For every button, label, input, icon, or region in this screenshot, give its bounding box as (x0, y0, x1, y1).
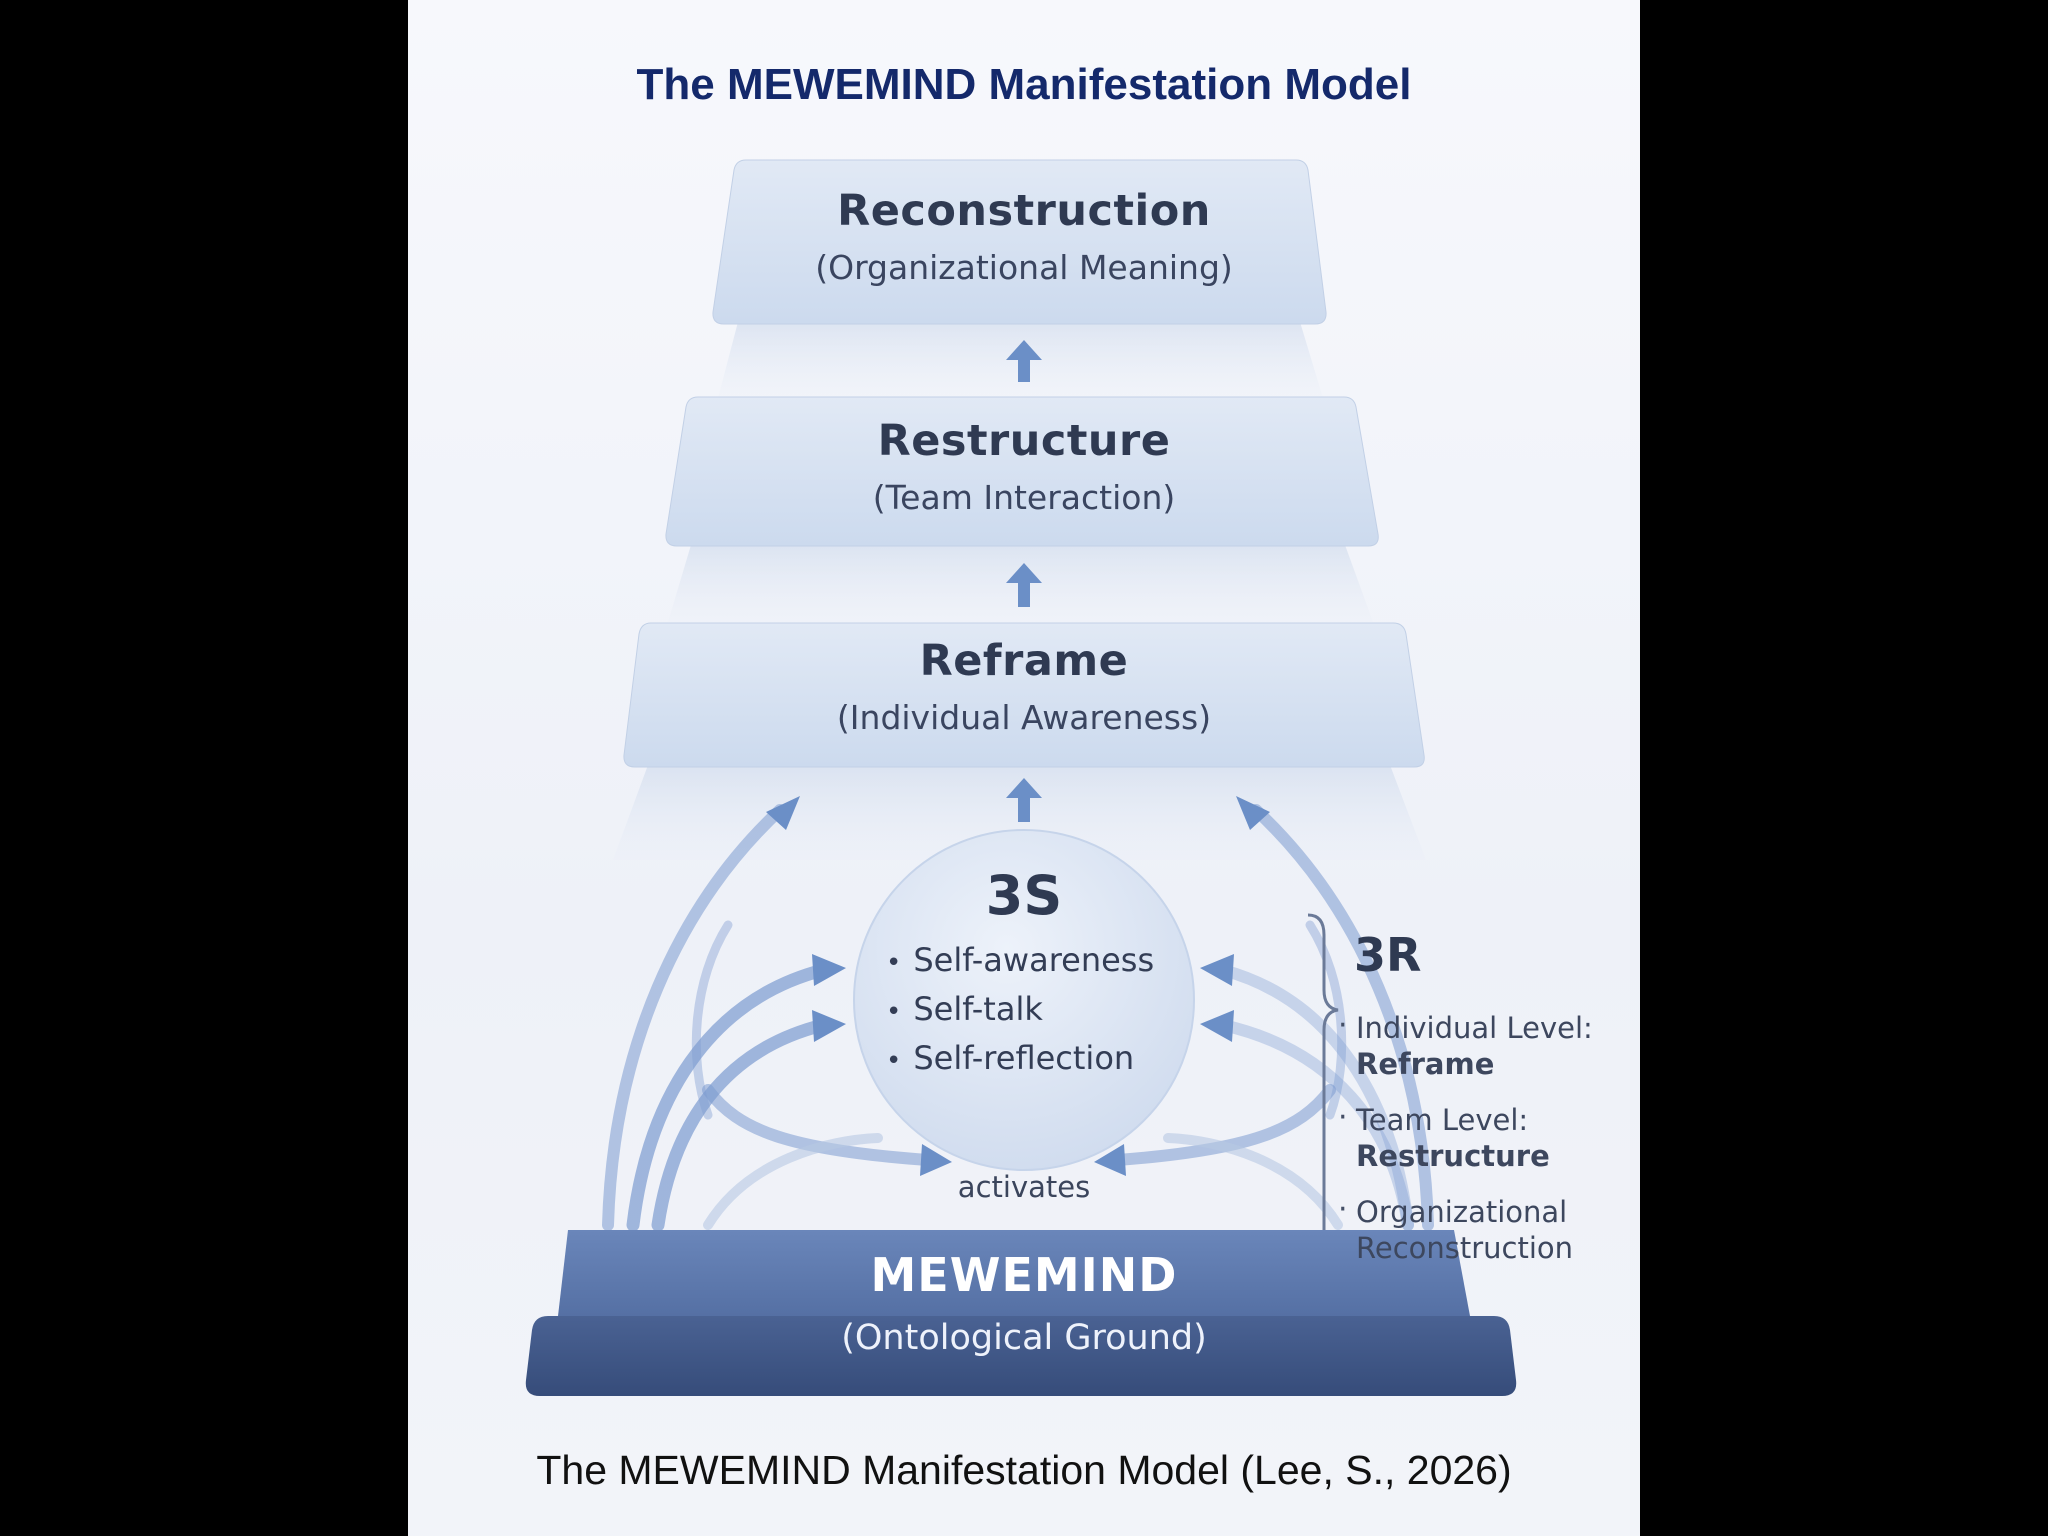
core-item: Self-awareness (886, 936, 1154, 985)
core-list: Self-awareness Self-talk Self-reflection (886, 936, 1154, 1083)
up-arrows (1006, 340, 1042, 822)
level-reconstruction-name: Reconstruction (837, 186, 1211, 236)
tier-reframe (623, 622, 1425, 768)
r3-list: Individual Level: Reframe Team Level: Re… (1338, 1008, 1593, 1286)
arrowhead-icon (1200, 954, 1234, 986)
diagram-panel: The MEWEMIND Manifestation Model Reconst… (408, 0, 1640, 1536)
arrowhead-icon (920, 1144, 952, 1176)
level-restructure-sub: (Team Interaction) (872, 478, 1176, 517)
core-item: Self-reflection (886, 1034, 1154, 1083)
tier-restructure (665, 396, 1379, 547)
arrowhead-icon (1236, 796, 1270, 830)
arrowhead-icon (812, 954, 846, 986)
arrowhead-icon (1200, 1010, 1234, 1042)
arrowheads (766, 796, 1270, 1176)
r3-item-value: Reframe (1356, 1047, 1495, 1081)
up-arrow-icon (1006, 778, 1042, 822)
level-reconstruction-sub: (Organizational Meaning) (815, 248, 1233, 287)
diagram-title: The MEWEMIND Manifestation Model (636, 60, 1412, 109)
r3-item-value: Reconstruction (1356, 1231, 1574, 1265)
diagram-canvas (525, 159, 1517, 1396)
core-item: Self-talk (886, 985, 1154, 1034)
ground-top-face (558, 1230, 1470, 1316)
ground-sub: (Ontological Ground) (841, 1318, 1207, 1358)
level-reframe-sub: (Individual Awareness) (836, 698, 1212, 737)
r3-item-label: Organizational (1356, 1195, 1568, 1229)
ground-bottom-face (525, 1316, 1517, 1396)
arrowhead-icon (766, 796, 800, 830)
r3-item-label: Team Level: (1356, 1103, 1529, 1137)
level-restructure-name: Restructure (877, 416, 1171, 466)
activates-label: activates (957, 1170, 1091, 1204)
r3-item: Team Level: Restructure (1338, 1100, 1593, 1194)
ground-name: MEWEMIND (870, 1248, 1178, 1302)
r3-item: Organizational Reconstruction (1338, 1192, 1593, 1286)
tier-reconstruction (712, 159, 1327, 325)
arrowhead-icon (812, 1010, 846, 1042)
r3-item-value: Restructure (1356, 1139, 1550, 1173)
up-arrow-icon (1006, 563, 1042, 607)
r3-item: Individual Level: Reframe (1338, 1008, 1593, 1102)
level-reframe-name: Reframe (919, 636, 1129, 686)
core-title: 3S (985, 864, 1063, 927)
up-arrow-icon (1006, 340, 1042, 382)
r3-title: 3R (1354, 928, 1422, 982)
r3-item-label: Individual Level: (1356, 1011, 1593, 1045)
figure-caption: The MEWEMIND Manifestation Model (Lee, S… (536, 1447, 1512, 1493)
arrowhead-icon (1094, 1144, 1126, 1176)
